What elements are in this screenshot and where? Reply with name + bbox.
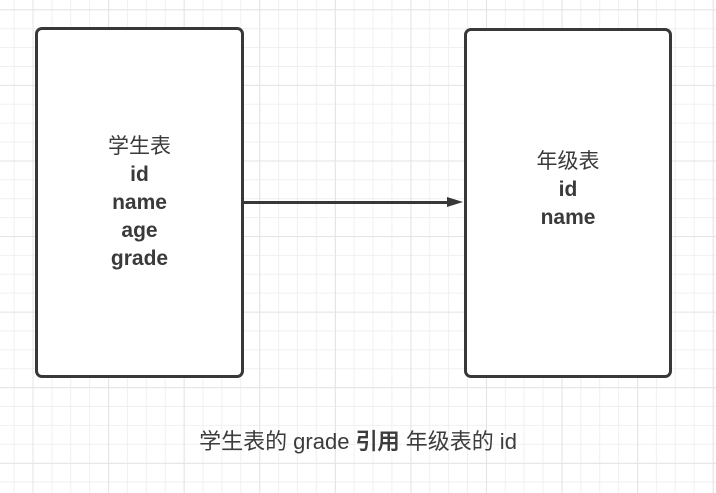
student-table-field-age: age <box>121 218 158 242</box>
student-table-field-name: name <box>112 190 167 214</box>
reference-arrow-head-icon <box>447 197 463 207</box>
caption-bold: 引用 <box>355 429 400 454</box>
grade-table-field-name: name <box>540 206 596 229</box>
caption-part2: 年级表的 id <box>399 429 517 454</box>
student-table-field-grade: grade <box>110 246 169 270</box>
grade-table-label: 年级表 id name <box>537 148 600 232</box>
grade-table-node: 年级表 id name <box>464 28 672 378</box>
grade-table-title: 年级表 <box>536 150 600 173</box>
student-table-field-id: id <box>130 162 149 186</box>
student-table-node: 学生表 id name age grade <box>35 27 244 378</box>
student-table-title: 学生表 <box>108 134 171 158</box>
reference-arrow-shaft <box>244 201 450 204</box>
diagram-caption: 学生表的 grade 引用 年级表的 id <box>0 429 716 454</box>
grade-table-field-id: id <box>558 178 578 201</box>
student-table-label: 学生表 id name age grade <box>108 133 171 273</box>
caption-part1: 学生表的 grade <box>199 429 356 454</box>
